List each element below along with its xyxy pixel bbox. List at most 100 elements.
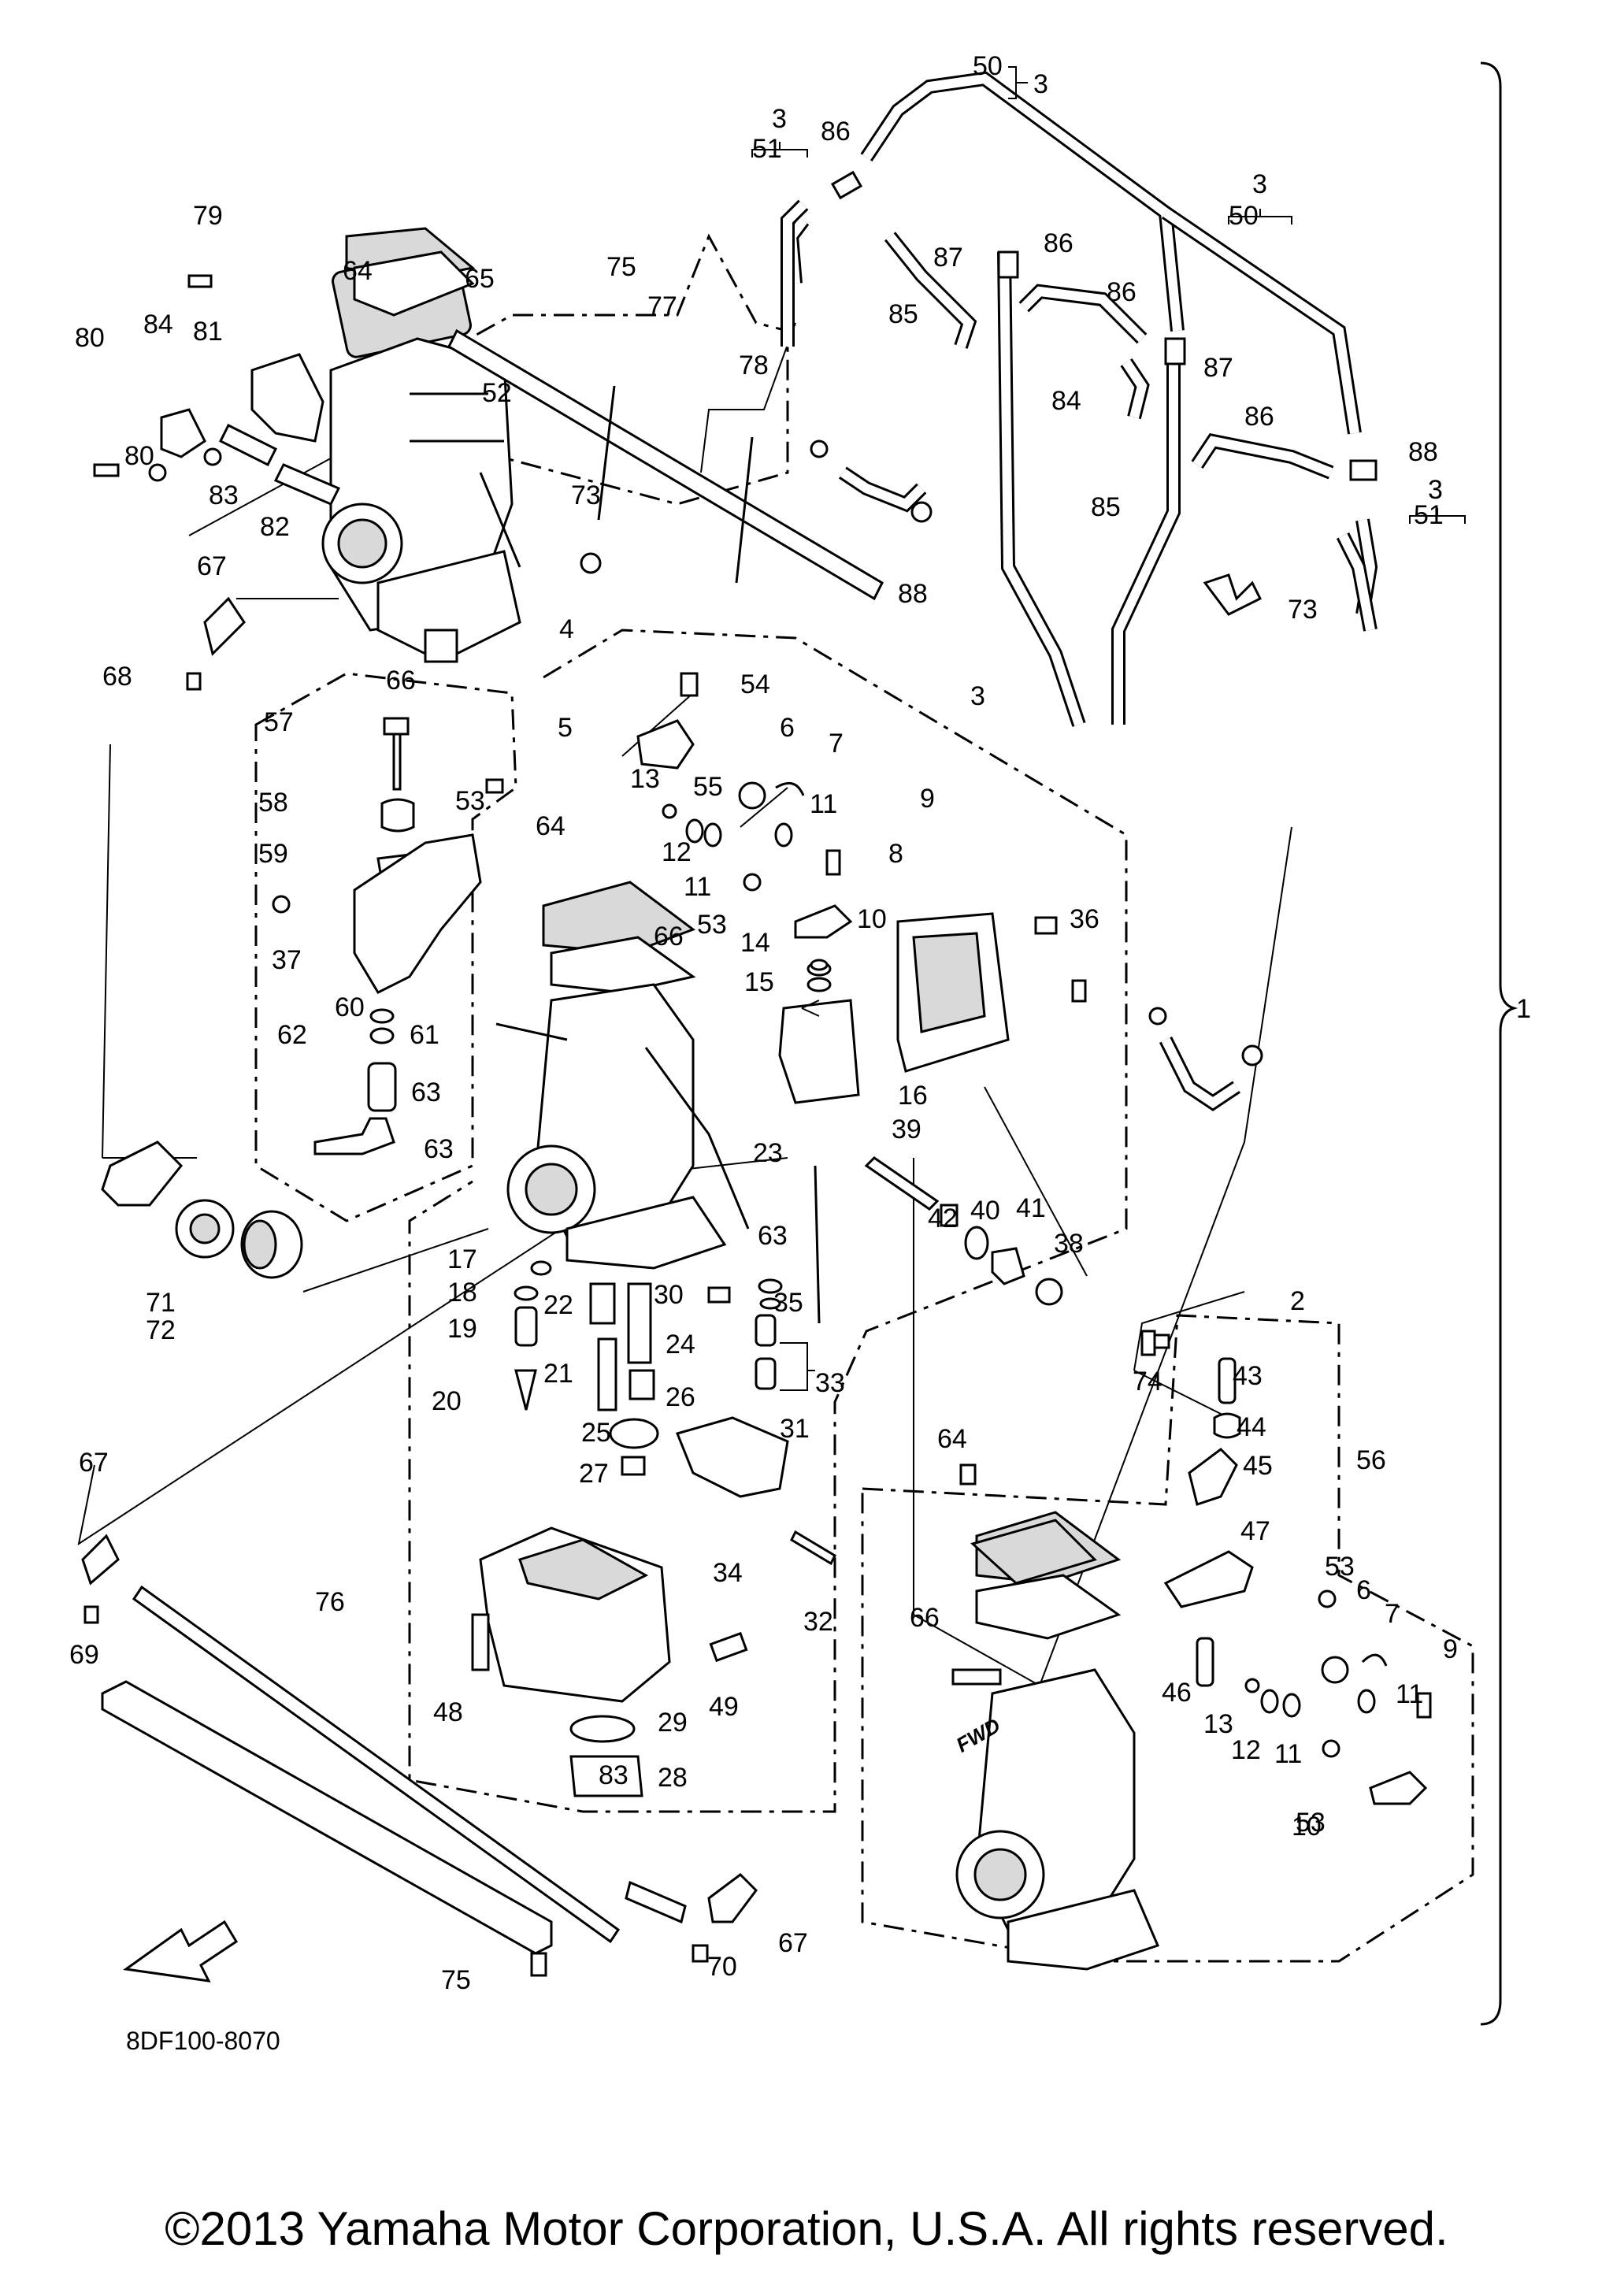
callout-labels: 1 2 3 3 3 3 3 4 5 6 6 7 7 8 9 9 10 10 11… bbox=[69, 51, 1531, 1995]
callout-label: 53 bbox=[1325, 1552, 1355, 1582]
callout-label: 80 bbox=[75, 323, 105, 353]
forward-arrow: FWD bbox=[123, 1713, 1004, 1983]
callout-label: 63 bbox=[424, 1134, 454, 1164]
copyright-notice: ©2013 Yamaha Motor Corporation, U.S.A. A… bbox=[165, 2202, 1448, 2255]
callout-label: 53 bbox=[1296, 1808, 1326, 1838]
callout-label: 88 bbox=[898, 579, 928, 609]
centre-internal-parts bbox=[514, 1165, 836, 1566]
callout-label: 29 bbox=[658, 1708, 688, 1738]
callout-label: 87 bbox=[1203, 353, 1233, 383]
callout-label: 12 bbox=[1231, 1735, 1261, 1765]
callout-label: 38 bbox=[1054, 1229, 1084, 1259]
callout-label: 64 bbox=[536, 811, 565, 841]
callout-label: 2 bbox=[1290, 1286, 1305, 1316]
callout-label: 79 bbox=[193, 201, 223, 231]
callout-label: 20 bbox=[432, 1386, 462, 1416]
callout-label: 52 bbox=[482, 378, 512, 408]
float-chamber bbox=[471, 1526, 748, 1797]
callout-label: 58 bbox=[258, 788, 288, 818]
callout-label: 57 bbox=[264, 707, 294, 737]
callout-label: 48 bbox=[433, 1697, 463, 1727]
callout-label: 75 bbox=[606, 252, 636, 282]
callout-label: 76 bbox=[315, 1587, 345, 1617]
group-boundary-center bbox=[408, 629, 1128, 1813]
callout-label: 64 bbox=[937, 1424, 967, 1454]
callout-label: 43 bbox=[1233, 1361, 1263, 1391]
callout-label: 60 bbox=[335, 992, 365, 1022]
callout-label: 49 bbox=[709, 1692, 739, 1722]
parts-group-left bbox=[272, 717, 504, 1155]
callout-label: 53 bbox=[697, 910, 727, 940]
callout-label: 86 bbox=[1244, 402, 1274, 432]
callout-label: 39 bbox=[892, 1115, 921, 1144]
throttle-rod-top bbox=[447, 328, 884, 601]
callout-label: 1 bbox=[1516, 994, 1531, 1024]
callout-label: 80 bbox=[124, 441, 154, 471]
callout-label: 12 bbox=[662, 837, 692, 867]
callout-label: 50 bbox=[973, 51, 1003, 81]
callout-label: 63 bbox=[758, 1221, 788, 1251]
callout-label: 83 bbox=[599, 1760, 629, 1790]
callout-label: 66 bbox=[910, 1603, 940, 1633]
callout-label: 3 bbox=[772, 104, 787, 134]
callout-label: 8 bbox=[888, 839, 903, 869]
callout-label: 67 bbox=[778, 1928, 808, 1958]
callout-label: 63 bbox=[411, 1078, 441, 1107]
callout-label: 6 bbox=[780, 713, 795, 743]
callout-label: 33 bbox=[815, 1368, 845, 1398]
reference-brackets bbox=[751, 66, 1466, 1391]
callout-label: 85 bbox=[888, 299, 918, 329]
callout-label: 86 bbox=[1044, 228, 1073, 258]
callout-label: 59 bbox=[258, 839, 288, 869]
callout-label: 11 bbox=[1396, 1679, 1423, 1709]
callout-label: 3 bbox=[1033, 69, 1048, 99]
callout-label: 84 bbox=[143, 310, 173, 339]
callout-label: 37 bbox=[272, 945, 302, 975]
callout-label: 77 bbox=[647, 291, 677, 321]
callout-label: 6 bbox=[1356, 1575, 1371, 1605]
callout-label: 65 bbox=[465, 264, 495, 294]
callout-label: 51 bbox=[1414, 500, 1444, 530]
callout-label: 41 bbox=[1016, 1193, 1046, 1223]
callout-label: 56 bbox=[1356, 1445, 1386, 1475]
callout-label: 73 bbox=[1288, 595, 1318, 625]
callout-label: 55 bbox=[693, 772, 723, 802]
callout-label: 66 bbox=[654, 922, 684, 951]
callout-label: 9 bbox=[1443, 1634, 1458, 1664]
callout-label: 86 bbox=[1107, 277, 1137, 307]
bottom-rods bbox=[81, 1534, 758, 1977]
callout-label: 32 bbox=[803, 1607, 833, 1637]
callout-label: 16 bbox=[898, 1081, 928, 1111]
linkage-parts-bottom-right bbox=[1150, 1333, 1432, 1805]
callout-label: 51 bbox=[752, 134, 782, 164]
callout-label: 54 bbox=[740, 670, 770, 699]
callout-label: 36 bbox=[1070, 904, 1099, 934]
assembly-brace bbox=[1480, 61, 1518, 2026]
callout-label: 5 bbox=[558, 713, 573, 743]
callout-label: 7 bbox=[829, 729, 844, 759]
callout-label: 46 bbox=[1162, 1678, 1192, 1708]
throttle-linkage-parts bbox=[636, 672, 1087, 1306]
callout-label: 11 bbox=[684, 872, 711, 902]
callout-label: 4 bbox=[559, 614, 574, 644]
callout-label: 69 bbox=[69, 1640, 99, 1670]
callout-label: 7 bbox=[1385, 1599, 1400, 1629]
cover-top-left bbox=[345, 227, 476, 317]
callout-label: 31 bbox=[780, 1414, 810, 1444]
callout-label: 44 bbox=[1237, 1412, 1266, 1442]
callout-label: 13 bbox=[1203, 1709, 1233, 1739]
callout-label: 22 bbox=[543, 1290, 573, 1320]
callout-label: 19 bbox=[447, 1314, 477, 1344]
callout-label: 82 bbox=[260, 512, 290, 542]
group-boundary-left bbox=[254, 672, 517, 1222]
callout-label: 50 bbox=[1229, 201, 1259, 231]
group-boundary-right bbox=[861, 1314, 1474, 1963]
callout-label: 75 bbox=[441, 1965, 471, 1995]
callout-label: 66 bbox=[386, 666, 416, 695]
callout-label: 34 bbox=[713, 1558, 743, 1588]
callout-label: 35 bbox=[773, 1288, 803, 1318]
callout-label: 47 bbox=[1240, 1516, 1270, 1546]
spring-and-sleeve-68-69 bbox=[101, 1141, 303, 1279]
part-code: 8DF100-8070 bbox=[126, 2027, 280, 2055]
